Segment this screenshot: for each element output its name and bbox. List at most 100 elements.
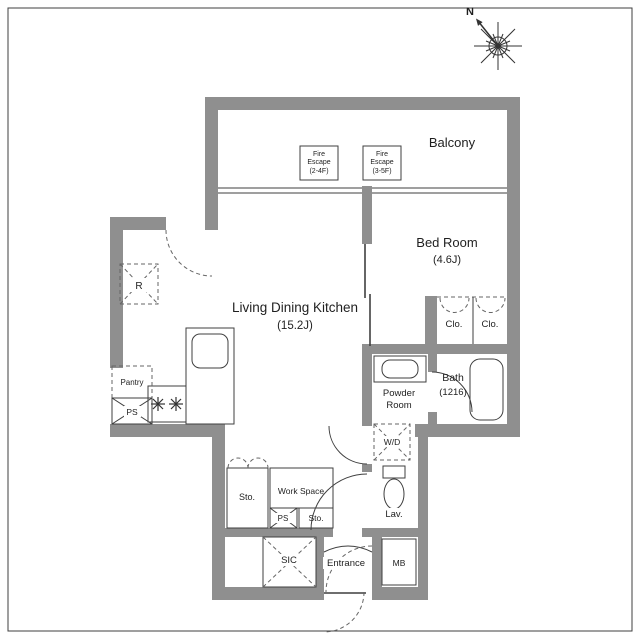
closet-hanger-icon xyxy=(475,297,506,313)
wall-bottom-east xyxy=(372,587,428,600)
pipe-space-kitchen-box xyxy=(111,397,153,425)
ldk-size-label: (15.2J) xyxy=(277,320,313,332)
refrigerator-box xyxy=(119,263,159,305)
fire-escape-2-label: Fire xyxy=(376,151,388,158)
closet-hanger-icon xyxy=(439,297,470,313)
wall-left-lower xyxy=(212,424,225,600)
fire-escape-hatch-2 xyxy=(362,145,402,181)
wall-ldk-bedroom-divider xyxy=(362,186,372,244)
storage-bifold-arc xyxy=(247,457,269,469)
fire-escape-1-label: Fire xyxy=(313,151,325,158)
stove-burner-icon xyxy=(169,397,183,411)
wall-closet-west xyxy=(425,296,437,344)
powder-room-label: Room xyxy=(386,400,411,411)
wall-bottom-left-horizontal xyxy=(110,424,225,437)
closet-left-label: Clo. xyxy=(446,319,463,330)
stove-burner-icon xyxy=(151,397,165,411)
service-door-arc xyxy=(165,229,213,277)
wall-right-lower xyxy=(418,437,428,600)
bedroom-size-label: (4.6J) xyxy=(433,254,461,266)
bedroom-label: Bed Room xyxy=(416,235,477,250)
entrance-step-line xyxy=(323,545,373,553)
balcony-fixtures xyxy=(299,145,402,181)
toilet-bowl-icon xyxy=(383,478,405,510)
vanity-counter xyxy=(373,355,427,383)
label-chip xyxy=(275,513,292,523)
wall-below-lavatory xyxy=(362,528,428,537)
refrigerator-cross-1 xyxy=(119,263,159,305)
wall-above-sic xyxy=(225,528,333,537)
wall-entrance-mb xyxy=(372,537,382,600)
washer-dryer-label: W/D xyxy=(384,437,401,447)
windows xyxy=(218,187,507,346)
label-chip xyxy=(276,554,303,566)
label-chip xyxy=(124,406,141,417)
bath-door-arc xyxy=(431,371,473,413)
wall-top xyxy=(205,97,520,110)
storage-2-box xyxy=(298,507,334,529)
wall-balcony-left xyxy=(205,97,218,230)
compass-arrow-icon xyxy=(476,18,483,26)
label-chip xyxy=(379,436,405,447)
wall-bath-bottom xyxy=(415,424,520,437)
label-chip xyxy=(129,278,149,292)
wall-right-upper xyxy=(507,97,520,437)
wall-powder-bath-upper xyxy=(428,354,437,372)
room-labels: N Balcony Fire Escape (2-4F) Fire Escape… xyxy=(120,6,498,569)
lavatory-label: Lav. xyxy=(385,509,402,520)
closet-right-label: Clo. xyxy=(482,319,499,330)
powder-room-label: Powder xyxy=(383,388,415,399)
vanity-sink xyxy=(381,359,419,379)
refrigerator-cross-2 xyxy=(119,263,159,305)
wall-powder-west xyxy=(362,354,372,426)
refrigerator-label: R xyxy=(135,281,142,292)
wd-cross-1 xyxy=(373,423,411,461)
meter-box xyxy=(381,538,417,586)
entrance-door-arc-outer xyxy=(323,591,365,633)
closets xyxy=(437,296,507,344)
pantry-label: Pantry xyxy=(120,378,143,387)
bathtub-icon xyxy=(469,358,504,421)
work-space-label: Work Space xyxy=(278,486,324,496)
toilet-tank-icon xyxy=(382,465,406,479)
ldk-label: Living Dining Kitchen xyxy=(232,300,358,315)
page-border xyxy=(7,7,633,632)
fire-escape-1-label: (2-4F) xyxy=(309,168,328,175)
storage-1-label: Sto. xyxy=(239,492,255,502)
label-chip xyxy=(382,508,406,519)
ps-kitchen-label: PS xyxy=(126,407,138,417)
storage-2-label: Sto. xyxy=(308,513,323,523)
wall-sic-entrance xyxy=(316,537,324,600)
wall-powder-bath-lower xyxy=(428,412,437,424)
meter-box-label: MB xyxy=(393,558,406,568)
pipe-space-hall-box xyxy=(269,507,298,529)
fire-escape-2-label: Escape xyxy=(370,159,393,166)
wall-post-hall xyxy=(362,464,372,472)
washer-dryer-box xyxy=(373,423,411,461)
wall-left xyxy=(110,217,123,368)
kitchen xyxy=(111,263,235,425)
fire-escape-2-label: (3-5F) xyxy=(372,168,391,175)
wd-cross-2 xyxy=(373,423,411,461)
fire-escape-1-label: Escape xyxy=(307,159,330,166)
label-chip xyxy=(323,557,370,569)
walls xyxy=(110,97,520,600)
wall-bottom-west xyxy=(212,587,324,600)
lavatory-door-arc xyxy=(310,473,368,531)
sanitary xyxy=(310,355,504,531)
compass-needle xyxy=(477,20,499,47)
storage-bifold-arc xyxy=(227,457,249,469)
sic-box xyxy=(262,536,317,588)
bath-label: Bath xyxy=(442,372,464,384)
wall-ldk-top-left xyxy=(110,217,166,230)
kitchen-sink xyxy=(191,333,229,369)
balcony-label: Balcony xyxy=(429,135,476,150)
entrance-label: Entrance xyxy=(327,558,365,569)
compass-rose xyxy=(474,18,522,70)
kitchen-counter xyxy=(185,327,235,425)
powder-room-door-arc xyxy=(328,425,368,465)
fire-escape-hatch-1 xyxy=(299,145,339,181)
bath-size-label: (1216) xyxy=(439,387,466,398)
